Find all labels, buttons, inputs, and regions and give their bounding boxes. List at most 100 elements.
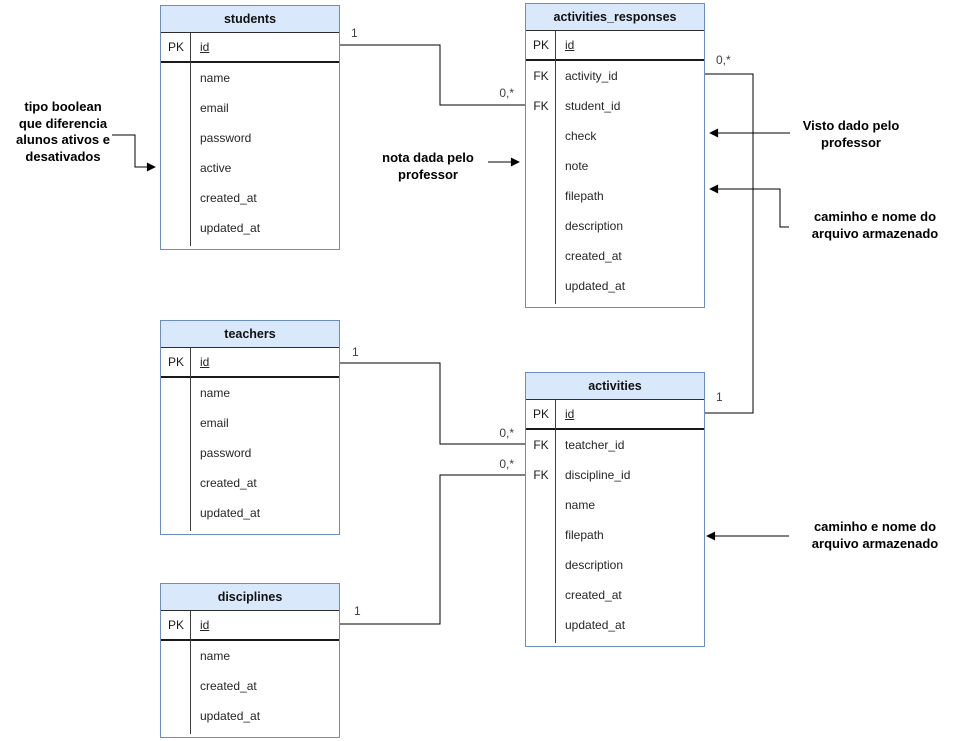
annotation-line: alunos ativos e <box>16 132 110 147</box>
cardinality-label-teachers-activities-from_label: 1 <box>352 345 359 359</box>
key-column-divider <box>190 33 191 246</box>
relationship-line-teachers-to-activities <box>340 362 525 445</box>
column-row-activities_responses-note: note <box>526 151 704 181</box>
annotation-line: caminho e nome do <box>813 519 937 534</box>
column-row-activities_responses-student_id: FK student_id <box>526 91 704 121</box>
key-label: PK <box>167 618 184 632</box>
column-row-students-updated_at: updated_at <box>161 213 339 243</box>
table-title-activities_responses: activities_responses <box>526 4 704 31</box>
column-name: created_at <box>200 476 257 490</box>
annotation-line: nota dada pelo <box>382 150 474 165</box>
column-name: check <box>565 129 597 143</box>
column-name: name <box>200 71 231 85</box>
column-name: teatcher_id <box>565 438 625 452</box>
column-row-activities_responses-check: check <box>526 121 704 151</box>
column-row-activities-description: description <box>526 550 704 580</box>
annotation-line: arquivo armazenado <box>811 535 939 551</box>
column-row-disciplines-updated_at: updated_at <box>161 701 339 731</box>
column-name: name <box>200 386 231 400</box>
key-label: PK <box>532 407 549 421</box>
column-row-teachers-id: PK id <box>161 348 339 378</box>
column-name: updated_at <box>200 221 261 235</box>
column-row-activities-created_at: created_at <box>526 580 704 610</box>
table-title-disciplines: disciplines <box>161 584 339 611</box>
key-label: FK <box>533 69 549 83</box>
key-label: FK <box>533 99 549 113</box>
column-name: updated_at <box>565 618 626 632</box>
column-name: id <box>200 355 210 369</box>
key-column-divider <box>555 31 556 304</box>
column-row-activities-discipline_id: FK discipline_id <box>526 460 704 490</box>
annotation-line: professor <box>821 134 881 150</box>
key-label: PK <box>167 355 184 369</box>
column-row-activities_responses-description: description <box>526 211 704 241</box>
column-name: activity_id <box>565 69 618 83</box>
column-name: name <box>200 649 231 663</box>
column-name: updated_at <box>200 709 261 723</box>
key-label: PK <box>532 38 549 52</box>
column-name: name <box>565 498 596 512</box>
annotation-line: caminho e nome do <box>813 209 937 224</box>
column-name: discipline_id <box>565 468 631 482</box>
column-name: filepath <box>565 528 604 542</box>
column-row-activities-filepath: filepath <box>526 520 704 550</box>
annotation-line: Visto dado pelo <box>802 118 900 133</box>
relationship-line-students-to-activities_responses <box>340 44 525 106</box>
column-name: created_at <box>565 588 622 602</box>
cardinality-label-disciplines-activities-from_label: 1 <box>354 604 361 618</box>
relationship-line-disciplines-to-activities <box>340 474 525 625</box>
column-row-activities_responses-created_at: created_at <box>526 241 704 271</box>
column-row-students-name: name <box>161 63 339 93</box>
annotation-line: arquivo armazenado <box>811 225 939 241</box>
annotation-arrow-students-active <box>112 134 156 172</box>
column-name: active <box>200 161 232 175</box>
column-row-students-active: active <box>161 153 339 183</box>
column-name: password <box>200 131 252 145</box>
column-name: note <box>565 159 589 173</box>
column-row-activities-name: name <box>526 490 704 520</box>
key-label: FK <box>533 438 549 452</box>
column-row-activities_responses-filepath: filepath <box>526 181 704 211</box>
column-name: student_id <box>565 99 621 113</box>
column-row-teachers-created_at: created_at <box>161 468 339 498</box>
table-title-activities: activities <box>526 373 704 400</box>
annotation-line: que diferencia <box>18 115 108 131</box>
cardinality-label-disciplines-activities-to_label: 0,* <box>499 457 514 471</box>
annotation-line: tipo boolean <box>24 99 102 114</box>
column-name: description <box>565 558 624 572</box>
column-row-teachers-updated_at: updated_at <box>161 498 339 528</box>
column-row-disciplines-created_at: created_at <box>161 671 339 701</box>
annotation-line: professor <box>398 166 458 182</box>
table-title-teachers: teachers <box>161 321 339 348</box>
key-label: PK <box>167 40 184 54</box>
column-row-disciplines-name: name <box>161 641 339 671</box>
column-name: id <box>200 618 210 632</box>
table-title-students: students <box>161 6 339 33</box>
annotation-arrow-responses-filepath <box>709 184 789 228</box>
column-row-disciplines-id: PK id <box>161 611 339 641</box>
column-row-students-email: email <box>161 93 339 123</box>
key-label: FK <box>533 468 549 482</box>
column-name: created_at <box>565 249 622 263</box>
cardinality-label-responses-activities-to_label: 1 <box>716 390 723 404</box>
column-name: updated_at <box>200 506 261 520</box>
column-row-activities_responses-activity_id: FK activity_id <box>526 61 704 91</box>
column-row-activities-teatcher_id: FK teatcher_id <box>526 430 704 460</box>
relationship-line-activities_responses-to-activities <box>705 73 754 414</box>
column-row-students-created_at: created_at <box>161 183 339 213</box>
column-name: email <box>200 416 229 430</box>
cardinality-label-students-responses-from_label: 1 <box>351 26 358 40</box>
